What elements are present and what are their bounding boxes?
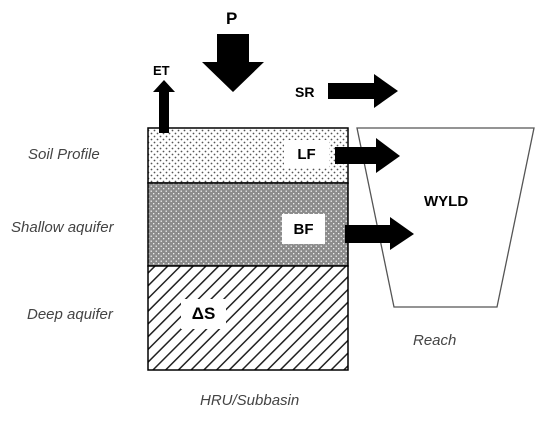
shallow-aquifer-label: Shallow aquifer <box>11 219 114 236</box>
deep-aquifer-label: Deep aquifer <box>27 306 113 323</box>
deep-aquifer-layer <box>147 265 349 371</box>
lateral-flow-box: LF <box>284 140 329 168</box>
baseflow-label: BF <box>293 220 314 238</box>
lateral-flow-arrow-icon <box>335 138 400 173</box>
hru-caption: HRU/Subbasin <box>200 392 300 409</box>
surface-runoff-arrow-icon <box>328 74 398 108</box>
soil-profile-label: Soil Profile <box>28 146 100 163</box>
reach-channel <box>356 127 535 308</box>
reach-caption: Reach <box>413 332 457 349</box>
evapotranspiration-arrow-icon <box>153 80 175 133</box>
baseflow-arrow-icon <box>345 217 414 250</box>
storage-change-label: ΔS <box>191 304 216 323</box>
precipitation-label: P <box>226 9 238 28</box>
water-yield-label: WYLD <box>424 193 469 210</box>
precipitation-arrow-icon <box>202 34 264 92</box>
evapotranspiration-label: ET <box>153 63 170 78</box>
storage-change-box: ΔS <box>181 299 226 329</box>
lateral-flow-label: LF <box>297 145 316 163</box>
baseflow-box: BF <box>282 214 325 244</box>
surface-runoff-label: SR <box>295 84 315 100</box>
